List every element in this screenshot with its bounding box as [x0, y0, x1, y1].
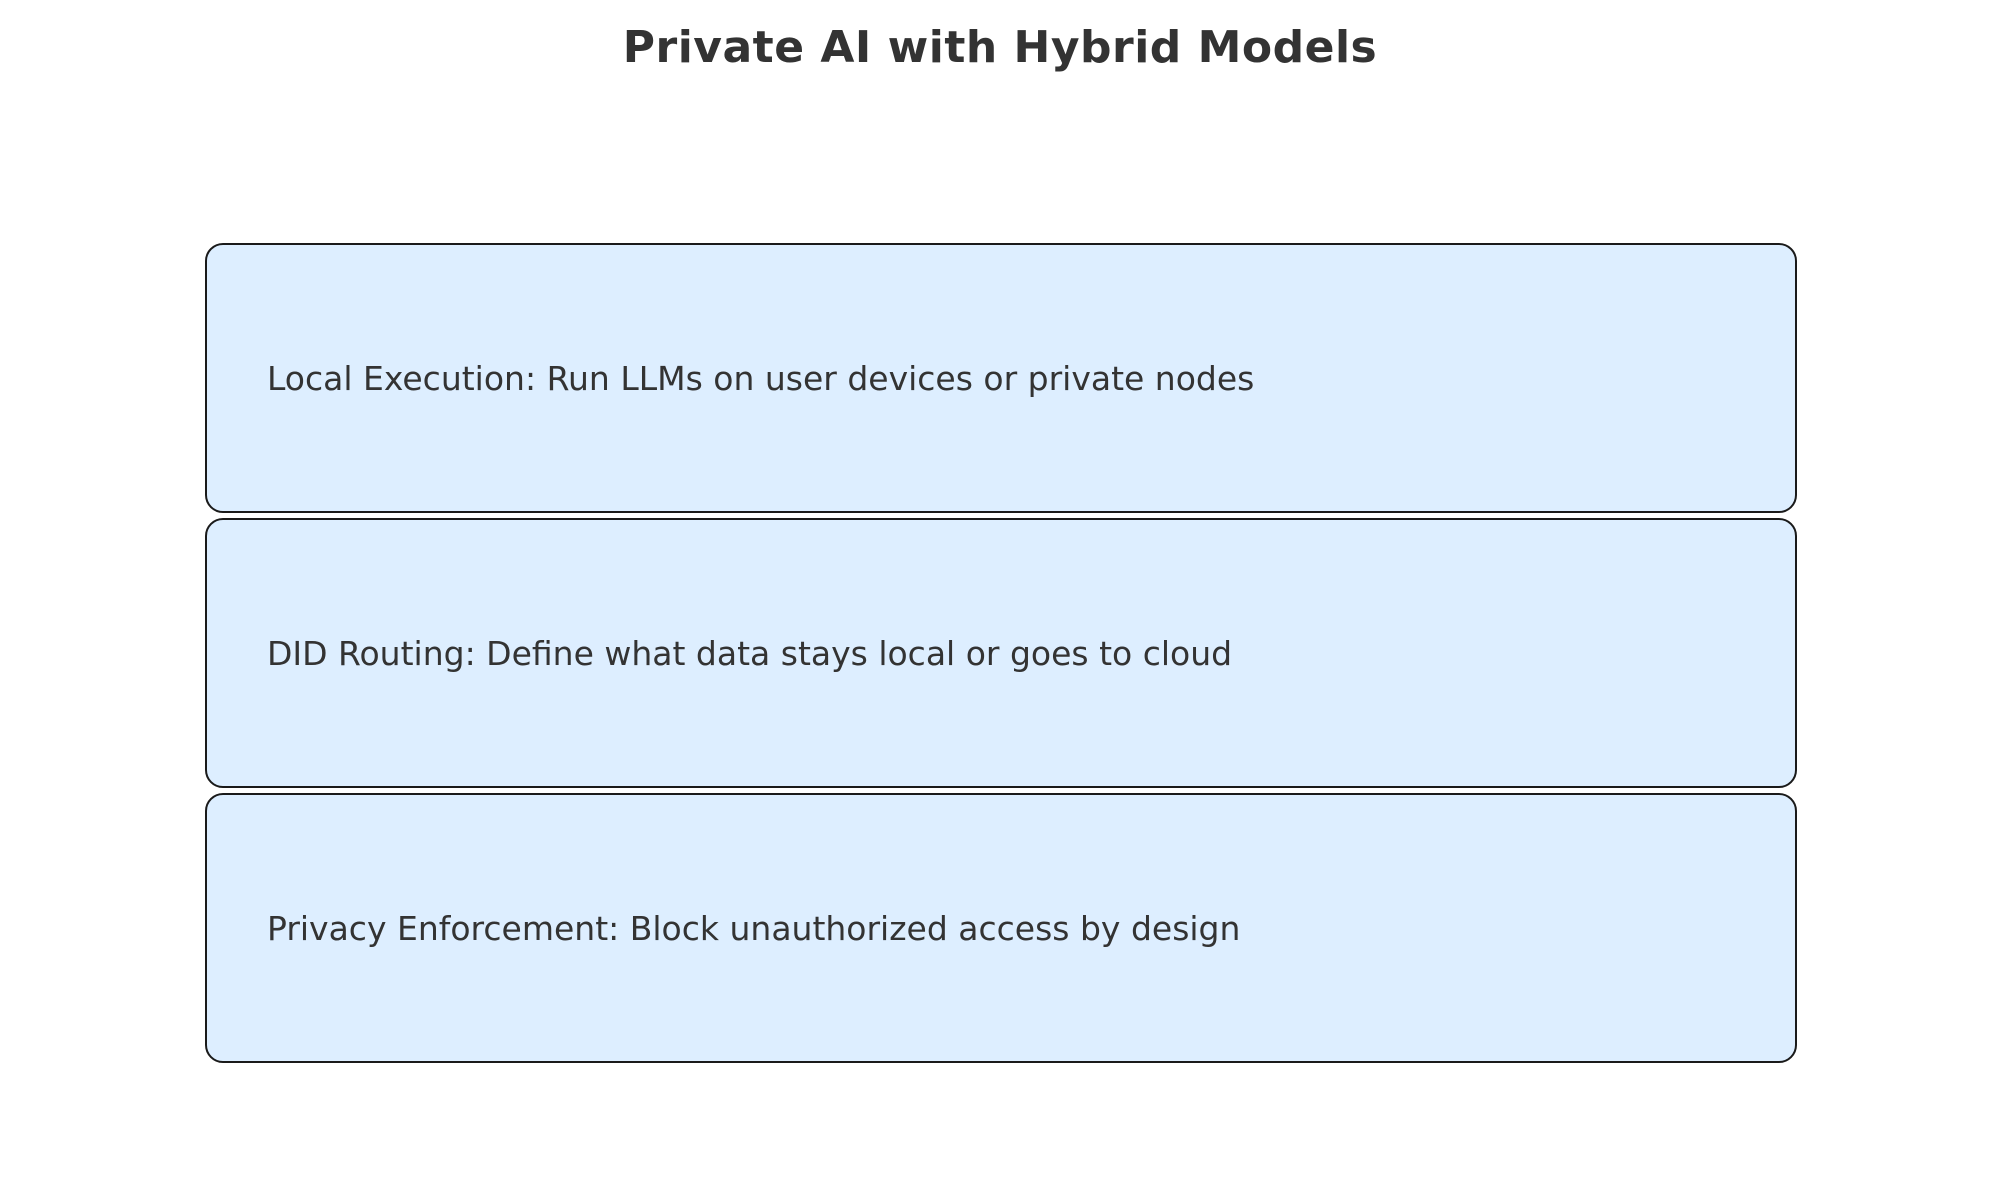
page-title: Private AI with Hybrid Models — [622, 22, 1378, 73]
diagram-box-did-routing: DID Routing: Define what data stays loca… — [205, 518, 1797, 788]
diagram-box-stack: Local Execution: Run LLMs on user device… — [205, 243, 1797, 1063]
diagram-box-local-execution: Local Execution: Run LLMs on user device… — [205, 243, 1797, 513]
diagram-box-label: Privacy Enforcement: Block unauthorized … — [267, 908, 1241, 948]
diagram-box-label: Local Execution: Run LLMs on user device… — [267, 358, 1255, 398]
diagram-box-privacy-enforcement: Privacy Enforcement: Block unauthorized … — [205, 793, 1797, 1063]
diagram-box-label: DID Routing: Define what data stays loca… — [267, 633, 1233, 673]
